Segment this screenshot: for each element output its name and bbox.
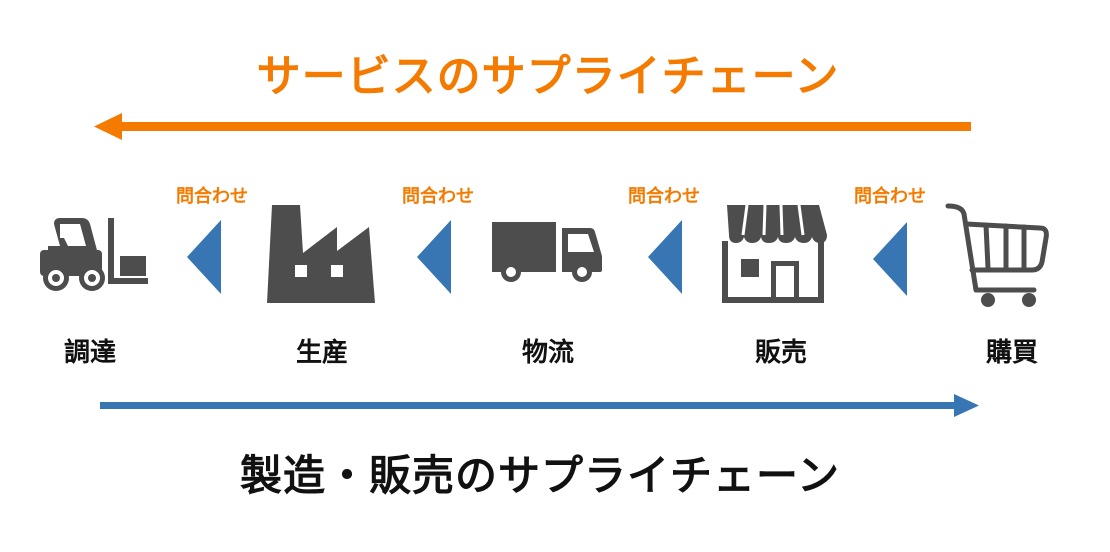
truck-icon: [492, 222, 602, 282]
stage-label-sales: 販売: [754, 338, 807, 368]
manufacturing-sales-supply-chain-title: 製造・販売のサプライチェーン: [240, 451, 840, 500]
inquiry-triangle-icon: [873, 222, 907, 296]
inquiry-label: 問合わせ: [176, 186, 248, 207]
inquiry-label: 問合わせ: [628, 186, 700, 207]
stage-label-logistics: 物流: [521, 338, 574, 368]
stage-label-purchase: 購買: [985, 338, 1038, 368]
factory-icon: [267, 205, 375, 303]
stage-label-procurement: 調達: [63, 338, 116, 368]
inquiry-triangle-icon: [417, 220, 451, 294]
inquiry-label: 問合わせ: [854, 186, 926, 207]
inquiry-triangle-icon: [648, 220, 682, 294]
service-supply-chain-title: サービスのサプライチェーン: [256, 51, 840, 102]
store-icon: [722, 204, 827, 303]
forklift-icon: [40, 218, 148, 291]
shopping-cart-icon: [945, 203, 1049, 307]
inquiry-label: 問合わせ: [402, 186, 474, 207]
inquiry-triangle-icon: [187, 220, 221, 294]
stage-label-production: 生産: [295, 338, 348, 368]
